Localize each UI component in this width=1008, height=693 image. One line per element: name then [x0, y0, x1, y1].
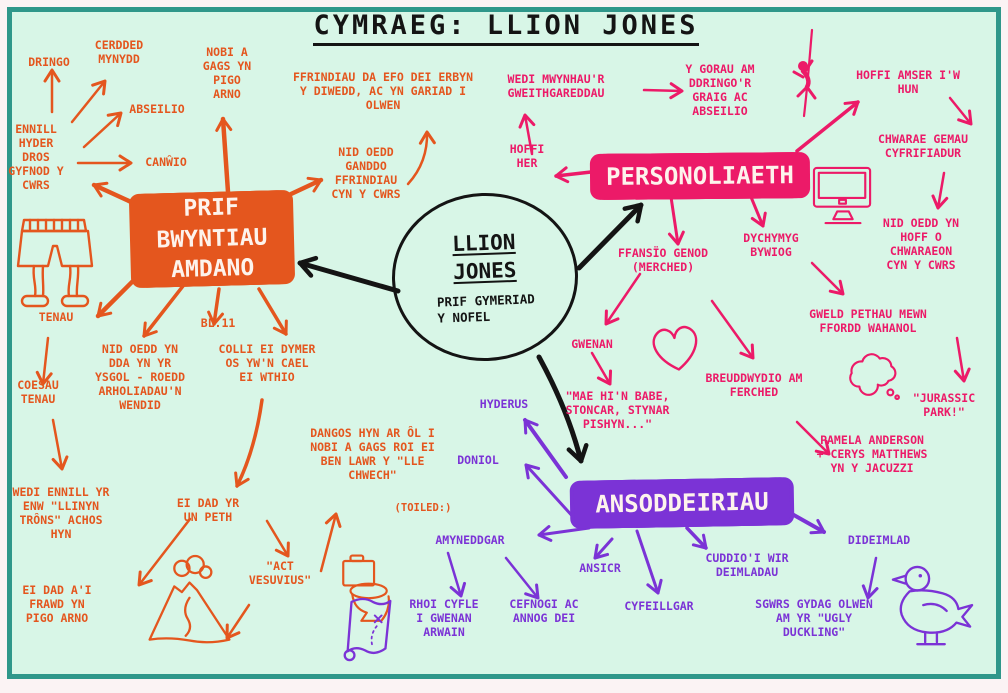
volcano-icon: [148, 554, 231, 644]
node-rhoi-cyfle: RHOI CYFLE I GWENAN ARWAIN: [409, 597, 479, 640]
node-bl11: BL.11: [200, 316, 236, 330]
node-nobi-a-gags: NOBI A GAGS YN PIGO ARNO: [202, 45, 252, 102]
thought-bubble-icon: [849, 353, 900, 401]
duck-icon: [891, 565, 974, 646]
arrows-adjectives: [446, 418, 879, 600]
node-breuddwydio: BREUDDWYDIO AM FERCHED: [705, 371, 803, 400]
node-colli-tymer: COLLI EI DYMER OS YW'N CAEL EI WTHIO: [218, 342, 316, 385]
shorts-icon: [16, 218, 94, 308]
node-ffansio: FFANSÏO GENOD (MERCHED): [618, 246, 709, 275]
node-cerdded-mynydd: CERDDED MYNYDD: [94, 38, 144, 67]
node-dychymyg: DYCHYMYG BYWIOG: [743, 231, 799, 260]
toilet-icon: [342, 554, 390, 622]
node-hoffi-amser: HOFFI AMSER I'W HUN: [856, 68, 960, 97]
node-cyfeillgar: CYFEILLGAR: [624, 599, 694, 613]
node-ei-dad-un-peth: EI DAD YR UN PETH: [176, 496, 240, 525]
node-amyneddgar: AMYNEDDGAR: [435, 533, 505, 547]
node-dringo: DRINGO: [28, 55, 70, 69]
node-y-gorau: Y GORAU AM DDRINGO'R GRAIG AC ABSEILIO: [685, 62, 755, 119]
node-llinyn-trons: WEDI ENNILL YR ENW "LLINYN TRÔNS" ACHOS …: [12, 485, 110, 542]
node-sgwrs: SGWRS GYDAG OLWEN AM YR "UGLY DUCKLING": [755, 597, 873, 640]
branch-box-adjectives: ANSODDEIRIAU: [573, 477, 791, 529]
climber-icon: [792, 28, 817, 118]
node-hoffi-her: HOFFI HER: [509, 142, 545, 171]
center-subtitle: PRIF GYMERIAD Y NOFEL: [436, 290, 535, 326]
node-wedi-mwynhau: WEDI MWYNHAU'R GWEITHGAREDDAU: [507, 72, 605, 101]
node-ennill-hyder: ENNILL HYDER DROS GYFNOD Y CWRS: [8, 122, 64, 193]
node-coesau-tenau: COESAU TENAU: [17, 378, 59, 407]
node-abseilio: ABSEILIO: [129, 102, 185, 116]
node-gweld-pethau: GWELD PETHAU MEWN FFORDD WAHANOL: [809, 307, 927, 336]
node-pamela: PAMELA ANDERSON + CERYS MATTHEWS YN Y JA…: [816, 433, 928, 476]
monitor-icon: [812, 166, 872, 225]
node-doniol: DONIOL: [457, 453, 499, 467]
node-nid-hoff-chwaraeon: NID OEDD YN HOFF O CHWARAEON CYN Y CWRS: [882, 216, 960, 273]
node-dideimlad: DIDEIMLAD: [847, 533, 911, 547]
node-ei-dad-frawd: EI DAD A'I FRAWD YN PIGO ARNO: [22, 583, 92, 626]
branch-box-personality: PERSONOLIAETH: [593, 152, 807, 200]
node-mae-hin-babe: "MAE HI'N BABE, STONCAR, STYNAR PISHYN..…: [565, 389, 670, 432]
node-dangos-hyn: DANGOS HYN AR ÔL I NOBI A GAGS ROI EI BE…: [310, 426, 435, 483]
node-canwio: CANŴIO: [145, 155, 187, 169]
node-cuddio: CUDDIO'I WIR DEIMLADAU: [705, 551, 789, 580]
node-hyderus: HYDERUS: [479, 397, 529, 411]
node-chwarae-gemau: CHWARAE GEMAU CYFRIFIADUR: [877, 132, 968, 161]
center-name-line2: JONES: [452, 258, 517, 285]
node-jurassic: "JURASSIC PARK!": [912, 391, 976, 420]
node-toiled-caption: (TOILED:): [394, 502, 452, 514]
node-nid-oedd-ysgol: NID OEDD YN DDA YN YR YSGOL - ROEDD ARHO…: [94, 342, 185, 413]
page-title: CYMRAEG: LLION JONES: [296, 10, 716, 46]
node-gwenan: GWENAN: [571, 337, 613, 351]
center-name-line1: LLION: [451, 229, 516, 257]
heart-icon: [652, 325, 698, 371]
node-cefnogi: CEFNOGI AC ANNOG DEI: [509, 597, 579, 626]
node-act-vesuvius: "ACT VESUVIUS": [248, 559, 312, 588]
node-ffrindiau-da: FFRINDIAU DA EFO DEI ERBYN Y DIWEDD, AC …: [292, 70, 473, 113]
node-tenau: TENAU: [38, 310, 74, 324]
node-ansicr: ANSICR: [579, 561, 621, 575]
arrows-center: [297, 202, 644, 464]
arrows-personality: [518, 82, 973, 456]
treasure-map-icon: [343, 597, 392, 662]
branch-box-main-points: PRIF BWYNTIAU AMDANO: [131, 189, 293, 289]
node-nid-oedd-ffrindiau: NID OEDD GANDDO FFRINDIAU CYN Y CWRS: [331, 145, 401, 202]
